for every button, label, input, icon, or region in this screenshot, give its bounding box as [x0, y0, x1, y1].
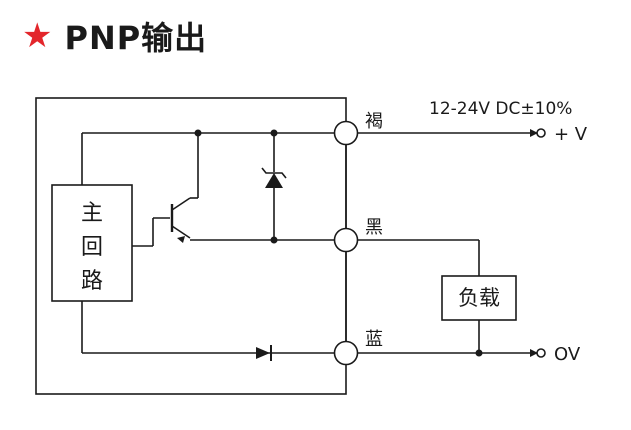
load-box [441, 275, 517, 321]
junction-dot [270, 129, 278, 137]
supply-voltage: 12-24V DC±10% [429, 99, 572, 119]
terminal-black [333, 227, 359, 253]
supply-plus-label: + V [554, 124, 588, 145]
arrow-plus [530, 129, 538, 137]
zener-triangle [265, 173, 283, 188]
supply-zero-label: OV [554, 344, 581, 365]
transistor-emitter [171, 197, 191, 211]
terminal-brown [333, 120, 359, 146]
junction-dot [194, 129, 202, 137]
junction-dot [475, 349, 483, 357]
supply-zero-terminal [536, 348, 546, 358]
main-circuit-box [51, 184, 133, 302]
arrow-zero [530, 349, 538, 357]
main-circuit-char: 回 [81, 235, 103, 260]
main-circuit-char: 主 [81, 201, 103, 226]
terminal-blue [333, 340, 359, 366]
supply-plus-terminal [536, 128, 546, 138]
page-title: ★ PNP输出 [22, 14, 207, 58]
collector-arrow [177, 236, 185, 243]
transistor-collector [171, 225, 191, 239]
load-label: 负载 [458, 286, 500, 310]
junction-dot [270, 236, 278, 244]
diode-triangle [256, 347, 270, 359]
star-icon: ★ [22, 16, 53, 56]
title-text: PNP输出 [64, 19, 208, 57]
terminal-label-black: 黑 [365, 217, 383, 238]
main-circuit-char: 路 [81, 269, 103, 294]
terminal-label-blue: 蓝 [365, 329, 383, 350]
terminal-label-brown: 褐 [365, 111, 383, 132]
